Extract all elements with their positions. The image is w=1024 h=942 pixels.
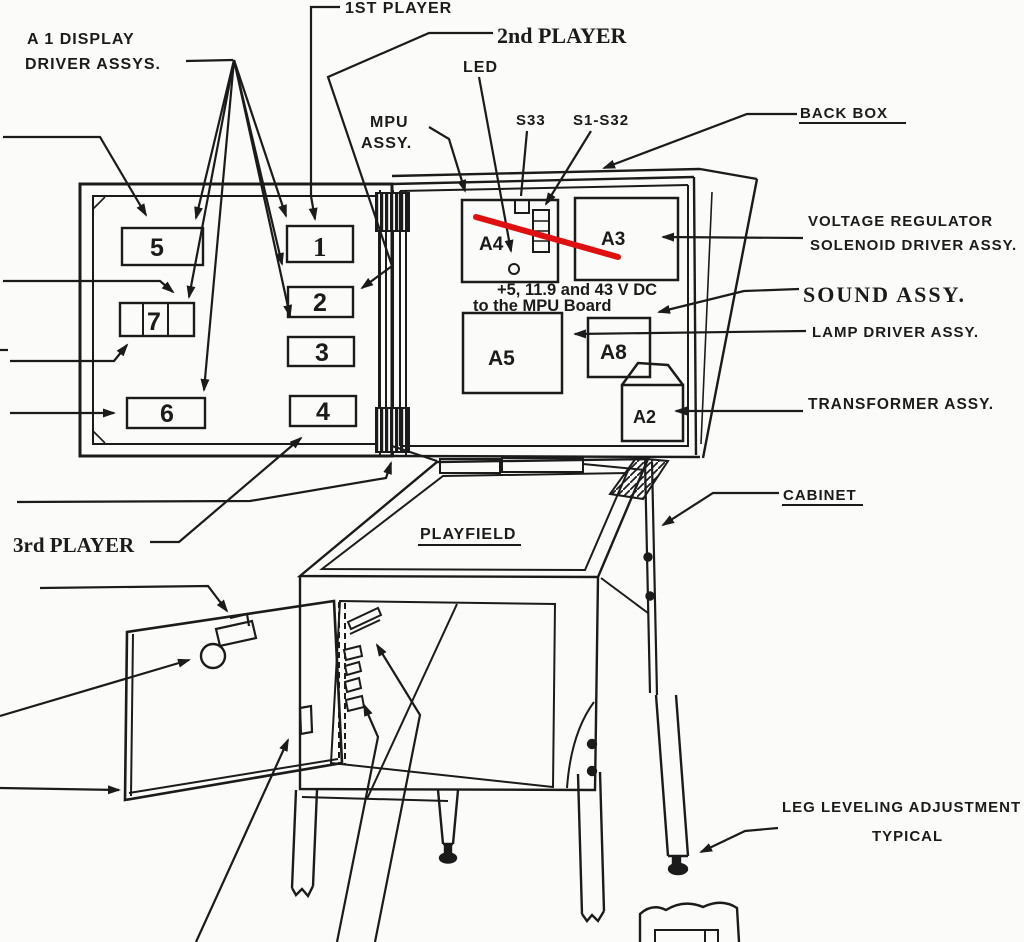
board-a3-label: A3 xyxy=(601,229,625,250)
red-highlight-line xyxy=(473,214,621,260)
s33-switch xyxy=(514,199,530,214)
leader-mpu xyxy=(428,126,467,193)
display-drivers-label-2: DRIVER ASSYS. xyxy=(25,56,161,73)
backbox-body xyxy=(391,167,759,459)
board-5 xyxy=(120,226,205,267)
board-a5 xyxy=(461,311,564,395)
front-right-leg xyxy=(576,771,606,923)
board-a5-label: A5 xyxy=(488,347,515,370)
cabinet-legs xyxy=(290,694,690,923)
sound-label: SOUND ASSY. xyxy=(803,282,966,307)
player3-label: 3rd PLAYER xyxy=(13,533,135,557)
back-box-label: BACK BOX xyxy=(800,105,888,122)
red-annotation-text-2: to the MPU Board xyxy=(473,297,611,315)
red-annotation-text-1: +5, 11.9 and 43 V DC xyxy=(497,281,657,299)
cabinet-label: CABINET xyxy=(783,487,857,504)
rear-left-leg xyxy=(436,789,460,846)
leader-lines xyxy=(0,5,807,942)
board-a2-label: A2 xyxy=(633,407,656,427)
display-driver-boards xyxy=(118,224,358,430)
leader-s33 xyxy=(519,130,529,197)
s1-s32-label: S1-S32 xyxy=(573,112,629,129)
mpu-label-2: ASSY. xyxy=(361,135,412,152)
leg-leveling-label-1: LEG LEVELING ADJUSTMENT xyxy=(782,799,1021,816)
board-6 xyxy=(125,396,207,430)
front-left-leg xyxy=(290,789,319,899)
cabinet-front-door xyxy=(123,599,344,802)
leader-led xyxy=(477,76,514,253)
leader-3rd-player xyxy=(150,436,303,544)
door-lock xyxy=(199,642,227,670)
board-a8-label: A8 xyxy=(600,341,627,364)
leader-2nd-player xyxy=(326,31,493,290)
player2-label: 2nd PLAYER xyxy=(497,23,628,48)
voltage-regulator-label-2: SOLENOID DRIVER ASSY. xyxy=(810,237,1017,254)
leader-s1-s32 xyxy=(544,130,592,206)
leader-back-box xyxy=(602,112,797,170)
bottom-plate-partial xyxy=(638,901,741,942)
backbox-boards xyxy=(460,196,685,443)
leader-cabinet xyxy=(661,491,779,527)
leader-lamp-driver xyxy=(573,329,807,339)
leader-voltage-regulator xyxy=(661,232,804,242)
board-1-label: 1 xyxy=(313,232,327,262)
leg-leveling-label-2: TYPICAL xyxy=(872,828,943,845)
leader-1st-player xyxy=(308,5,340,221)
board-7-label: 7 xyxy=(147,308,161,336)
backbox-hinge xyxy=(375,190,410,456)
voltage-regulator-label-1: VOLTAGE REGULATOR xyxy=(808,213,993,230)
board-4 xyxy=(288,394,358,428)
board-7 xyxy=(118,301,196,338)
door-hinge-and-rails xyxy=(338,602,383,765)
display-drivers-label-1: A 1 DISPLAY xyxy=(27,31,135,48)
leader-leg-leveling xyxy=(699,826,779,853)
rear-right-leg xyxy=(654,694,690,858)
door-slot xyxy=(298,704,314,736)
board-6-label: 6 xyxy=(160,400,174,428)
player1-label: 1ST PLAYER xyxy=(345,0,452,17)
board-3-label: 3 xyxy=(315,339,329,367)
board-a3 xyxy=(573,196,680,282)
board-1 xyxy=(285,224,355,264)
board-a8 xyxy=(586,316,652,379)
leader-sound xyxy=(657,287,800,314)
cabinet-structure xyxy=(296,445,670,802)
led-label: LED xyxy=(463,59,498,76)
transformer-label: TRANSFORMER ASSY. xyxy=(808,396,994,413)
red-highlight-annotation: +5, 11.9 and 43 V DC to the MPU Board xyxy=(473,214,657,315)
lamp-driver-label: LAMP DRIVER ASSY. xyxy=(812,324,979,341)
led-lamp xyxy=(508,263,520,275)
door-latch xyxy=(214,612,258,648)
label-underlines xyxy=(418,122,906,546)
board-5-label: 5 xyxy=(150,234,164,262)
s33-label: S33 xyxy=(516,112,546,129)
board-2-label: 2 xyxy=(313,289,327,317)
board-4-label: 4 xyxy=(316,398,330,426)
rear-left-leveler-foot xyxy=(438,852,458,864)
playfield-label: PLAYFIELD xyxy=(420,526,516,543)
board-3 xyxy=(286,335,356,368)
mpu-label-1: MPU xyxy=(370,114,409,131)
rear-right-leveler-foot xyxy=(667,862,689,876)
board-a4-label: A4 xyxy=(479,234,504,255)
